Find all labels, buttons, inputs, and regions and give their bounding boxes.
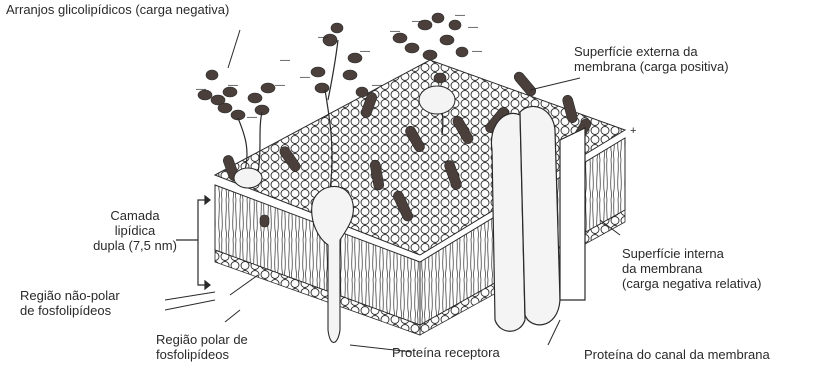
inner-surface-label: Superfície interna da membrana (carga ne… [622, 246, 761, 291]
bilayer-label: Camada lipídica dupla (7,5 nm) [80, 208, 190, 253]
plus-sign: + [630, 124, 636, 139]
bilayer-label-line2: lipídica [80, 223, 190, 238]
bilayer-label-line3: dupla (7,5 nm) [80, 238, 190, 253]
inner-surface-label-line1: Superfície interna [622, 246, 761, 261]
minus-sign: — [228, 78, 238, 93]
polar-region-label-line2: fosfolipídeos [156, 347, 248, 362]
outer-surface-label: Superfície externa da membrana (carga po… [574, 44, 729, 74]
receptor-protein-label: Proteína receptora [392, 345, 500, 360]
polar-region-label: Região polar de fosfolipídeos [156, 332, 248, 362]
minus-sign: — [318, 30, 328, 45]
glycolipid-label: Arranjos glicolipídicos (carga negativa) [6, 2, 229, 17]
inner-surface-label-line3: (carga negativa relativa) [622, 276, 761, 291]
minus-sign: — [300, 70, 310, 85]
minus-sign: — [412, 14, 422, 29]
minus-sign: — [247, 110, 257, 125]
channel-protein [491, 106, 585, 331]
nonpolar-region-label-line1: Região não-polar [20, 288, 120, 303]
channel-protein-label: Proteína do canal da membrana [584, 347, 770, 362]
polar-region-label-line1: Região polar de [156, 332, 248, 347]
minus-sign: — [372, 78, 382, 93]
minus-sign: — [360, 44, 370, 59]
inner-surface-label-line2: da membrana [622, 261, 761, 276]
minus-sign: — [455, 8, 465, 23]
minus-sign: — [280, 53, 290, 68]
nonpolar-region-label: Região não-polar de fosfolipídeos [20, 288, 120, 318]
minus-sign: — [390, 24, 400, 39]
minus-sign: — [472, 44, 482, 59]
outer-surface-label-line1: Superfície externa da [574, 44, 729, 59]
minus-sign: — [275, 78, 285, 93]
bilayer-label-line1: Camada [80, 208, 190, 223]
minus-sign: — [468, 20, 478, 35]
outer-surface-label-line2: membrana (carga positiva) [574, 59, 729, 74]
minus-sign: — [196, 82, 206, 97]
nonpolar-region-label-line2: de fosfolipídeos [20, 303, 120, 318]
